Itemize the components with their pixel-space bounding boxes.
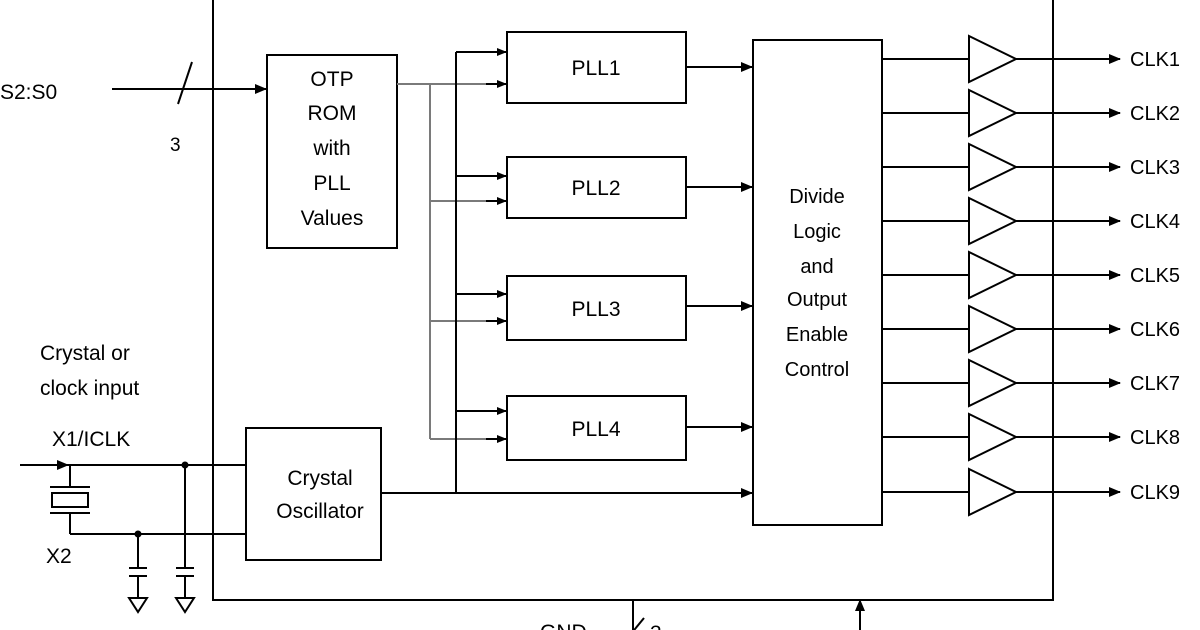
crystal-oscillator-block	[245, 427, 382, 561]
clock-input-caption-1: Crystal or	[40, 342, 130, 365]
output-pin-clk1: CLK1	[1130, 49, 1180, 71]
pll4-label: PLL4	[571, 418, 620, 441]
output-buffer-4	[968, 196, 1019, 246]
pll3-block	[506, 275, 687, 341]
gnd-count-label: 3	[650, 622, 662, 630]
output-pin-clk3: CLK3	[1130, 157, 1180, 179]
gnd-label: GND	[540, 621, 587, 630]
output-buffer-5	[968, 250, 1019, 300]
pll2-block	[506, 156, 687, 219]
bus-width-label: 3	[170, 135, 181, 156]
pll4-block	[506, 395, 687, 461]
clock-input-caption-2: clock input	[40, 377, 139, 400]
select-pins-label: S2:S0	[0, 81, 57, 104]
otp-rom-label-5: Values	[301, 207, 364, 230]
divide-label-2: Logic	[793, 221, 841, 243]
pll3-label: PLL3	[571, 298, 620, 321]
divide-label-3: and	[800, 256, 833, 278]
otp-rom-label-4: PLL	[313, 172, 350, 195]
output-buffer-2	[968, 88, 1019, 138]
output-pin-clk6: CLK6	[1130, 319, 1180, 341]
output-pin-clk9: CLK9	[1130, 482, 1180, 504]
divide-label-6: Control	[785, 359, 849, 381]
divide-label-1: Divide	[789, 186, 845, 208]
x1-pin-label: X1/ICLK	[52, 428, 130, 451]
x2-cap-lead	[129, 534, 147, 598]
divide-label-5: Enable	[786, 324, 848, 346]
pll1-label: PLL1	[571, 57, 620, 80]
pll2-label: PLL2	[571, 177, 620, 200]
output-pin-clk7: CLK7	[1130, 373, 1180, 395]
divide-logic-block	[752, 39, 883, 526]
otp-rom-label-2: ROM	[308, 102, 357, 125]
output-buffer-7	[968, 358, 1019, 408]
pll1-block	[506, 31, 687, 104]
output-buffer-3	[968, 142, 1019, 192]
output-buffer-9	[968, 467, 1019, 517]
x1-cap-ground-icon	[174, 597, 196, 614]
output-pin-clk4: CLK4	[1130, 211, 1180, 233]
rom-output-bus	[397, 83, 431, 439]
output-pin-clk8: CLK8	[1130, 427, 1180, 449]
output-buffer-1	[968, 34, 1019, 84]
x2-pin-label: X2	[46, 545, 72, 568]
divide-label-4: Output	[787, 289, 847, 311]
gnd-bus-slash	[632, 617, 645, 630]
crystal-body	[51, 492, 89, 508]
otp-rom-block	[266, 54, 398, 249]
output-buffer-8	[968, 412, 1019, 462]
output-buffer-6	[968, 304, 1019, 354]
oscillator-label-1: Crystal	[287, 467, 352, 490]
output-pin-clk2: CLK2	[1130, 103, 1180, 125]
oscillator-label-2: Oscillator	[276, 500, 364, 523]
x1-cap-lead	[176, 465, 194, 598]
otp-rom-label-1: OTP	[310, 68, 353, 91]
output-pin-clk5: CLK5	[1130, 265, 1180, 287]
x2-cap-ground-icon	[127, 597, 149, 614]
otp-rom-label-3: with	[312, 137, 350, 160]
bus-slash	[177, 61, 193, 105]
